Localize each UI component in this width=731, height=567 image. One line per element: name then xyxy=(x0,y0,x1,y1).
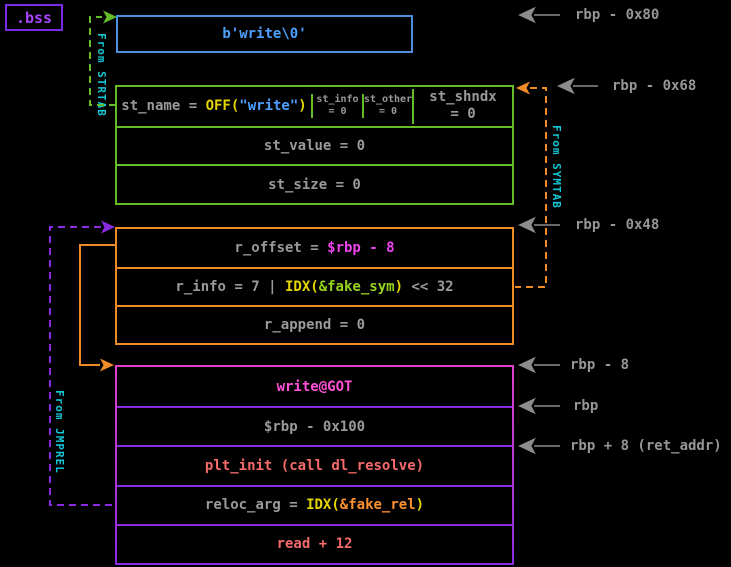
r-info-prefix: r_info = 7 | xyxy=(175,279,285,295)
offset-label-rbp-0x48: rbp - 0x48 xyxy=(575,217,660,233)
r-append-row: r_append = 0 xyxy=(117,305,512,343)
st-value-row: st_value = 0 xyxy=(117,125,512,165)
arrow-left-icon xyxy=(518,397,536,415)
st-name-prefix: st_name = xyxy=(121,98,206,115)
st-other-value: = 0 xyxy=(378,106,398,118)
reloc-arg-arg: &fake_rel xyxy=(339,497,416,514)
bss-section-box: .bss xyxy=(5,4,63,31)
st-shndx-name: st_shndx xyxy=(429,88,497,105)
from-symtab-arrowhead-icon xyxy=(516,81,530,95)
arrow-left-icon xyxy=(518,6,536,24)
write-got-text: write@GOT xyxy=(276,378,353,395)
r-info-arg: &fake_sym xyxy=(318,279,395,295)
reloc-arg-close: ) xyxy=(415,497,425,514)
offset-label-ret-addr: rbp + 8 (ret_addr) xyxy=(570,438,722,454)
st-name-cell: st_name = OFF("write") xyxy=(117,98,311,114)
st-shndx-cell: st_shndx = 0 xyxy=(412,88,512,124)
r-info-fn: IDX( xyxy=(284,279,319,295)
arrow-left-icon xyxy=(518,437,536,455)
from-strtab-arrowhead-icon xyxy=(103,10,117,24)
fake-sym-row-1: st_name = OFF("write") st_info = 0 st_ot… xyxy=(117,87,512,126)
r-info-close: ) xyxy=(394,279,403,295)
read-gadget-text: read + 12 xyxy=(276,536,353,553)
r-offset-row: r_offset = $rbp - 8 xyxy=(117,229,512,267)
st-name-arg: "write" xyxy=(239,98,299,115)
reloc-arg-fn: IDX( xyxy=(306,497,340,514)
fake-sym-box: st_name = OFF("write") st_info = 0 st_ot… xyxy=(115,85,514,205)
bss-string-box: b'write\0' xyxy=(116,15,413,53)
saved-rbp-text: $rbp - 0x100 xyxy=(263,418,366,435)
offset-label-rbp-0x68: rbp - 0x68 xyxy=(612,78,697,94)
r-info-row: r_info = 7 | IDX(&fake_sym) << 32 xyxy=(117,267,512,305)
from-strtab-label: From STRTAB xyxy=(95,33,108,117)
r-info-suffix: << 32 xyxy=(403,279,454,295)
r-offset-prefix: r_offset = xyxy=(234,240,328,256)
st-shndx-value: = 0 xyxy=(450,106,476,123)
st-name-close: ) xyxy=(298,98,307,115)
write-got-row: write@GOT xyxy=(117,367,512,406)
stack-box: write@GOT $rbp - 0x100 plt_init (call dl… xyxy=(115,365,514,565)
from-jmprel-label: From JMPREL xyxy=(53,390,66,474)
reloc-arg-prefix: reloc_arg = xyxy=(204,497,307,514)
offset-label-rbp-8: rbp - 8 xyxy=(570,357,630,373)
arrow-left-icon xyxy=(518,356,536,374)
fake-rel-box: r_offset = $rbp - 8 r_info = 7 | IDX(&fa… xyxy=(115,227,514,345)
arrow-left-icon xyxy=(557,77,575,95)
plt-init-row: plt_init (call dl_resolve) xyxy=(117,445,512,484)
st-size-row: st_size = 0 xyxy=(117,164,512,203)
st-info-name: st_info xyxy=(316,94,359,106)
saved-rbp-row: $rbp - 0x100 xyxy=(117,406,512,445)
r-offset-target-connector xyxy=(79,244,116,366)
from-symtab-label: From SYMTAB xyxy=(550,125,563,209)
reloc-arg-row: reloc_arg = IDX(&fake_rel) xyxy=(117,484,512,524)
r-append-text: r_append = 0 xyxy=(263,317,366,333)
arrow-left-icon xyxy=(518,216,536,234)
r-offset-arrowhead-icon xyxy=(100,358,114,372)
offset-label-rbp: rbp xyxy=(573,398,599,414)
st-info-value: = 0 xyxy=(328,106,347,118)
offset-label-rbp-0x80: rbp - 0x80 xyxy=(575,7,660,23)
r-offset-value: $rbp - 8 xyxy=(327,240,395,256)
st-name-fn: OFF( xyxy=(205,98,240,115)
plt-init-text: plt_init (call dl_resolve) xyxy=(204,457,425,474)
st-size-text: st_size = 0 xyxy=(268,176,361,193)
st-value-text: st_value = 0 xyxy=(263,137,366,154)
st-info-cell: st_info = 0 xyxy=(311,94,362,119)
from-jmprel-arrowhead-icon xyxy=(101,220,115,234)
bss-section-label: .bss xyxy=(15,8,53,27)
bss-string-text: b'write\0' xyxy=(222,26,307,42)
read-gadget-row: read + 12 xyxy=(117,523,512,563)
st-other-name: st_other xyxy=(363,94,413,106)
from-symtab-connector xyxy=(515,87,547,288)
st-other-cell: st_other = 0 xyxy=(362,94,413,119)
